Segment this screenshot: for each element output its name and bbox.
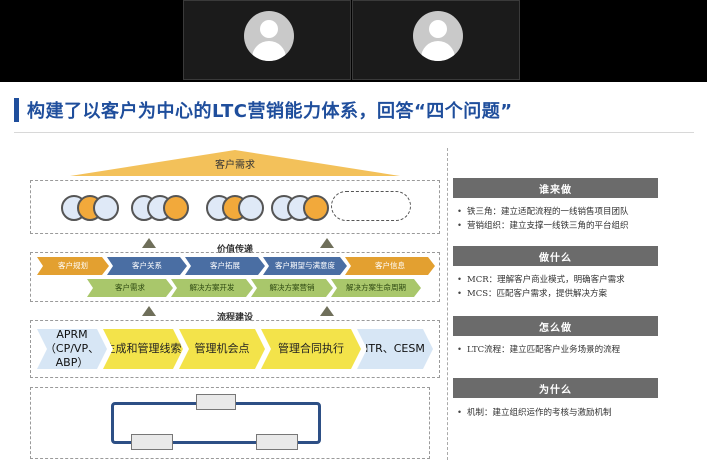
team-icon [271,191,329,221]
bullet-item: MCR：理解客户商业模式，明确客户需求 [457,273,625,285]
bullet-item: 营销组织：建立支撑一线铁三角的平台组织 [457,219,629,231]
value-delivery-box: 客户规划 客户关系 客户拓展 客户期望与满意度 客户信息 客户需求 解决方案开发… [30,252,440,302]
customer-demand-triangle [70,150,400,176]
section-header-who: 谁来做 [453,178,658,198]
team-icon [131,191,189,221]
up-arrow-icon [142,238,156,248]
value-pill: 解决方案生命周期 [331,279,421,297]
mechanism-box [30,387,430,459]
title-accent-bar [14,98,19,122]
participant-tile-1[interactable] [183,0,351,80]
mechanism-node [196,394,236,410]
team-icon [61,191,119,221]
bullet-item: LTC流程：建立匹配客户业务场景的流程 [457,343,620,355]
participant-tile-2[interactable] [352,0,520,80]
up-arrow-icon [142,306,156,316]
slide-title-text: 构建了以客户为中心的LTC营销能力体系，回答“四个问题” [27,101,513,122]
ltc-diagram: 客户需求 价值传递 客户规划 客户关系 客户拓展 客户期望与满意度 客户信息 [30,142,440,462]
mechanism-node [131,434,173,450]
column-divider [447,148,448,460]
process-step: 管理合同执行 [261,329,361,369]
process-step: 生成和管理线索 [103,329,183,369]
value-pill: 客户需求 [87,279,173,297]
platform-org-icon [331,191,411,221]
bullet-item: 机制：建立组织运作的考核与激励机制 [457,406,612,418]
team-icon [206,191,264,221]
mechanism-node [256,434,298,450]
slide-title: 构建了以客户为中心的LTC营销能力体系，回答“四个问题” [14,96,513,124]
section-header-why: 为什么 [453,378,658,398]
value-pill: 解决方案开发 [171,279,253,297]
up-arrow-icon [320,306,334,316]
bullet-item: MCS：匹配客户需求，提供解决方案 [457,287,607,299]
presentation-slide: 构建了以客户为中心的LTC营销能力体系，回答“四个问题” 客户需求 价值传递 客… [0,82,707,468]
value-delivery-label: 价值传递 [216,245,253,255]
value-pill: 客户关系 [107,257,187,275]
avatar [413,11,463,61]
process-construction-label: 流程建设 [216,313,253,323]
value-pill: 客户规划 [37,257,109,275]
value-pill: 客户信息 [345,257,435,275]
up-arrow-icon [320,238,334,248]
video-call-bar [0,0,707,82]
value-pill: 客户拓展 [185,257,265,275]
value-pill: 客户期望与满意度 [263,257,347,275]
section-header-what: 做什么 [453,246,658,266]
section-header-how: 怎么做 [453,316,658,336]
process-box: APRM（CP/VP、ABP） 生成和管理线索 管理机会点 管理合同执行 ITR… [30,320,440,378]
process-step: ITR、CESM [357,329,433,369]
title-divider [14,132,694,133]
avatar [244,11,294,61]
process-step: APRM（CP/VP、ABP） [37,329,107,369]
iron-triangle-box [30,180,440,234]
bullet-item: 铁三角：建立适配流程的一线销售项目团队 [457,205,629,217]
customer-demand-label: 客户需求 [215,160,255,171]
value-pill: 解决方案营销 [251,279,333,297]
process-step: 管理机会点 [179,329,265,369]
